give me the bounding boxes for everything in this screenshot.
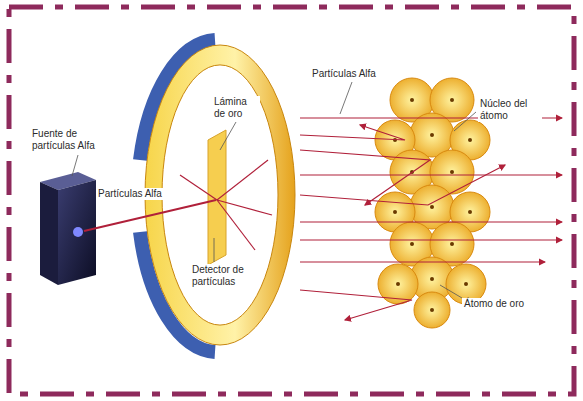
source-box-side — [40, 182, 58, 285]
atom-label: Átomo de oro — [462, 298, 526, 310]
foil-label: Lámina de oro — [212, 96, 260, 120]
source-label: Fuente de partículas Alfa — [30, 128, 116, 152]
nuclei — [393, 98, 472, 312]
source-box-front — [58, 180, 96, 285]
nucleus-label: Núcleo del átomo — [478, 98, 542, 122]
alpha-paths — [300, 118, 562, 320]
detector-ring — [145, 45, 295, 345]
alpha-beam — [84, 200, 216, 231]
detector-label: Detector de partículas — [190, 264, 254, 288]
alpha-label: Partículas Alfa — [310, 68, 378, 80]
source-aperture — [73, 227, 83, 237]
leader-lines — [72, 82, 476, 298]
dashed-frame — [9, 7, 574, 394]
beam-label: Partículas Alfa — [96, 188, 164, 200]
gold-foil — [208, 130, 226, 265]
